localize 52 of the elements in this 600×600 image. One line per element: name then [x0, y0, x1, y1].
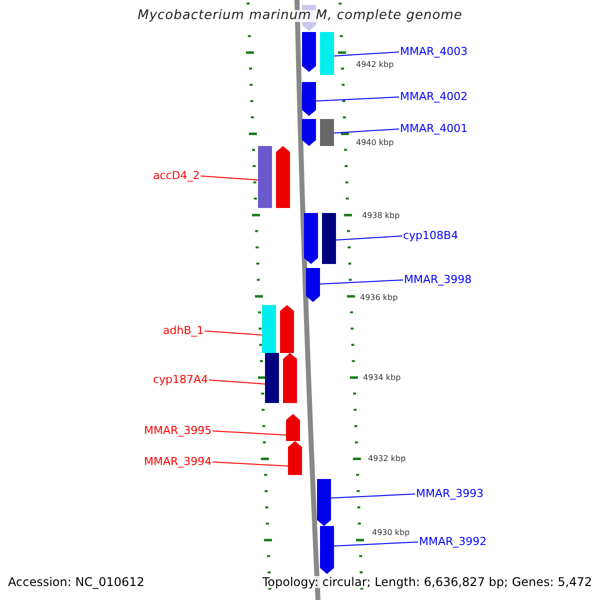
gene-feature	[283, 353, 297, 403]
gene-feature	[302, 82, 316, 116]
gene-label: accD4_2	[153, 170, 200, 182]
gene-label: MMAR_3993	[416, 488, 484, 500]
scale-label: 4936 kbp	[360, 293, 398, 302]
leader-line	[336, 236, 402, 240]
gene-label: cyp187A4	[153, 374, 208, 386]
gene-label: cyp108B4	[403, 230, 458, 242]
gene-label: MMAR_4002	[400, 91, 468, 103]
leader-line	[330, 494, 416, 498]
leader-line	[212, 430, 286, 436]
footer-text: Accession: NC_010612	[8, 576, 144, 588]
scale-label: 4938 kbp	[362, 211, 400, 220]
gene-feature	[320, 526, 334, 574]
gene-feature	[302, 119, 316, 146]
gene-feature	[288, 441, 302, 475]
leader-line	[334, 52, 400, 56]
gene-label: MMAR_4003	[400, 46, 468, 58]
leader-line	[334, 128, 400, 134]
gene-feature	[276, 146, 290, 208]
title: Mycobacterium marinum M, complete genome	[138, 10, 462, 22]
scale-label: 4934 kbp	[363, 373, 401, 382]
gene-label: MMAR_3994	[144, 456, 212, 468]
leader-line	[212, 462, 288, 466]
gene-feature	[322, 213, 336, 264]
gene-feature	[280, 305, 294, 353]
gene-feature	[320, 32, 334, 75]
scale-label: 4930 kbp	[372, 528, 410, 537]
gene-label: MMAR_3995	[144, 425, 212, 437]
gene-label: adhB_1	[163, 325, 204, 337]
gene-feature	[258, 146, 272, 208]
footer-text: Topology: circular; Length: 6,636,827 bp; Genes: 5,472	[262, 576, 592, 588]
leader-line	[208, 380, 266, 384]
scale-label: 4942 kbp	[356, 60, 394, 69]
scale-label: 4932 kbp	[368, 454, 406, 463]
gene-label: MMAR_3998	[404, 274, 472, 286]
leader-line	[200, 176, 258, 180]
gene-feature	[265, 353, 279, 403]
scale-label: 4940 kbp	[356, 138, 394, 147]
gene-feature	[317, 479, 331, 526]
gene-feature	[306, 268, 320, 302]
gene-label: MMAR_3992	[419, 536, 487, 548]
gene-feature	[262, 305, 276, 353]
leader-line	[316, 96, 400, 102]
gene-feature	[286, 414, 300, 441]
gene-feature	[304, 213, 318, 264]
leader-line	[204, 330, 262, 336]
leader-line	[320, 280, 404, 284]
gene-feature	[302, 32, 316, 72]
gene-feature	[320, 119, 334, 146]
gene-label: MMAR_4001	[400, 123, 468, 135]
leader-line	[334, 542, 418, 546]
